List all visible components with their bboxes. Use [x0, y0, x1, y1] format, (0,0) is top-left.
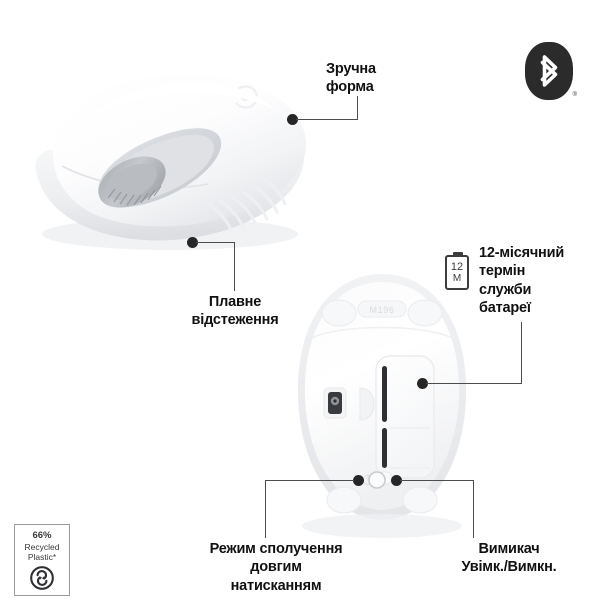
callout-dot-pairing-mode	[353, 475, 364, 486]
recycle-loop-icon	[30, 566, 54, 591]
battery-unit: M	[452, 272, 462, 284]
recycled-label-line2: Plastic*	[27, 552, 57, 563]
callout-dot-power-switch	[391, 475, 402, 486]
mouse-top-highlight	[84, 82, 274, 124]
pairing-button	[368, 471, 386, 489]
callout-line-power-switch-v	[473, 480, 474, 538]
callout-line-power-switch-h	[400, 480, 474, 481]
callout-smooth-tracking: Плавне відстеження	[191, 294, 279, 329]
recycled-percent: 66%	[32, 530, 52, 541]
scroll-wheel-ribs	[107, 185, 162, 206]
callout-line-battery-life-h	[426, 383, 522, 384]
callout-battery-life: 12-місячний термін служби батареї	[479, 245, 565, 316]
bluetooth-icon	[540, 55, 558, 87]
callout-comfortable-shape: Зручна форма	[326, 61, 376, 96]
callout-line-smooth-tracking-h	[196, 242, 235, 243]
callout-power-switch: Вимикач Увімк./Вимкн.	[461, 541, 557, 576]
optical-sensor-lens-dot	[333, 399, 337, 403]
glide-pad-bottom-left	[326, 486, 362, 514]
battery-door-slot-top	[382, 366, 387, 422]
battery-cap	[453, 252, 463, 256]
callout-line-pairing-mode-v	[265, 480, 266, 538]
callout-dot-smooth-tracking	[187, 237, 198, 248]
scroll-wheel-hub	[106, 163, 158, 201]
callout-line-comfortable-shape-h	[296, 119, 358, 120]
callout-pairing-mode: Режим сполучення довгим натисканням	[209, 541, 343, 594]
bluetooth-registered-mark: ®	[572, 92, 577, 98]
glide-pad-bottom-right	[402, 486, 438, 514]
battery-icon: 12 M	[445, 252, 471, 292]
bluetooth-badge-body	[525, 42, 573, 100]
mouse-top-view	[22, 58, 322, 253]
callout-dot-battery-life	[417, 378, 428, 389]
battery-door-slot-bottom	[382, 428, 387, 468]
battery-door-ticks	[390, 427, 430, 469]
mouse-bottom-view: M196	[282, 268, 482, 558]
callout-line-battery-life-v	[521, 322, 522, 384]
glide-pad-top-left	[321, 299, 357, 327]
glide-pad-top-right	[407, 299, 443, 327]
model-emboss-text: M196	[370, 305, 395, 315]
callout-line-pairing-mode-h	[265, 480, 354, 481]
recycled-plastic-badge: 66% Recycled Plastic*	[14, 524, 70, 596]
battery-value: 12	[450, 260, 464, 273]
callout-dot-comfortable-shape	[287, 114, 298, 125]
mouse-bottom-shadow	[302, 514, 462, 538]
callout-line-comfortable-shape-v	[357, 96, 358, 120]
bluetooth-badge: ®	[525, 42, 577, 100]
recycled-label-line1: Recycled	[24, 541, 60, 552]
bottom-top-seam	[311, 326, 453, 339]
battery-door-release-tab	[359, 387, 375, 421]
model-emboss-plaque	[357, 300, 407, 318]
side-grip-texture	[206, 177, 287, 234]
battery-body: 12 M	[445, 255, 469, 290]
callout-line-smooth-tracking-v	[234, 242, 235, 291]
